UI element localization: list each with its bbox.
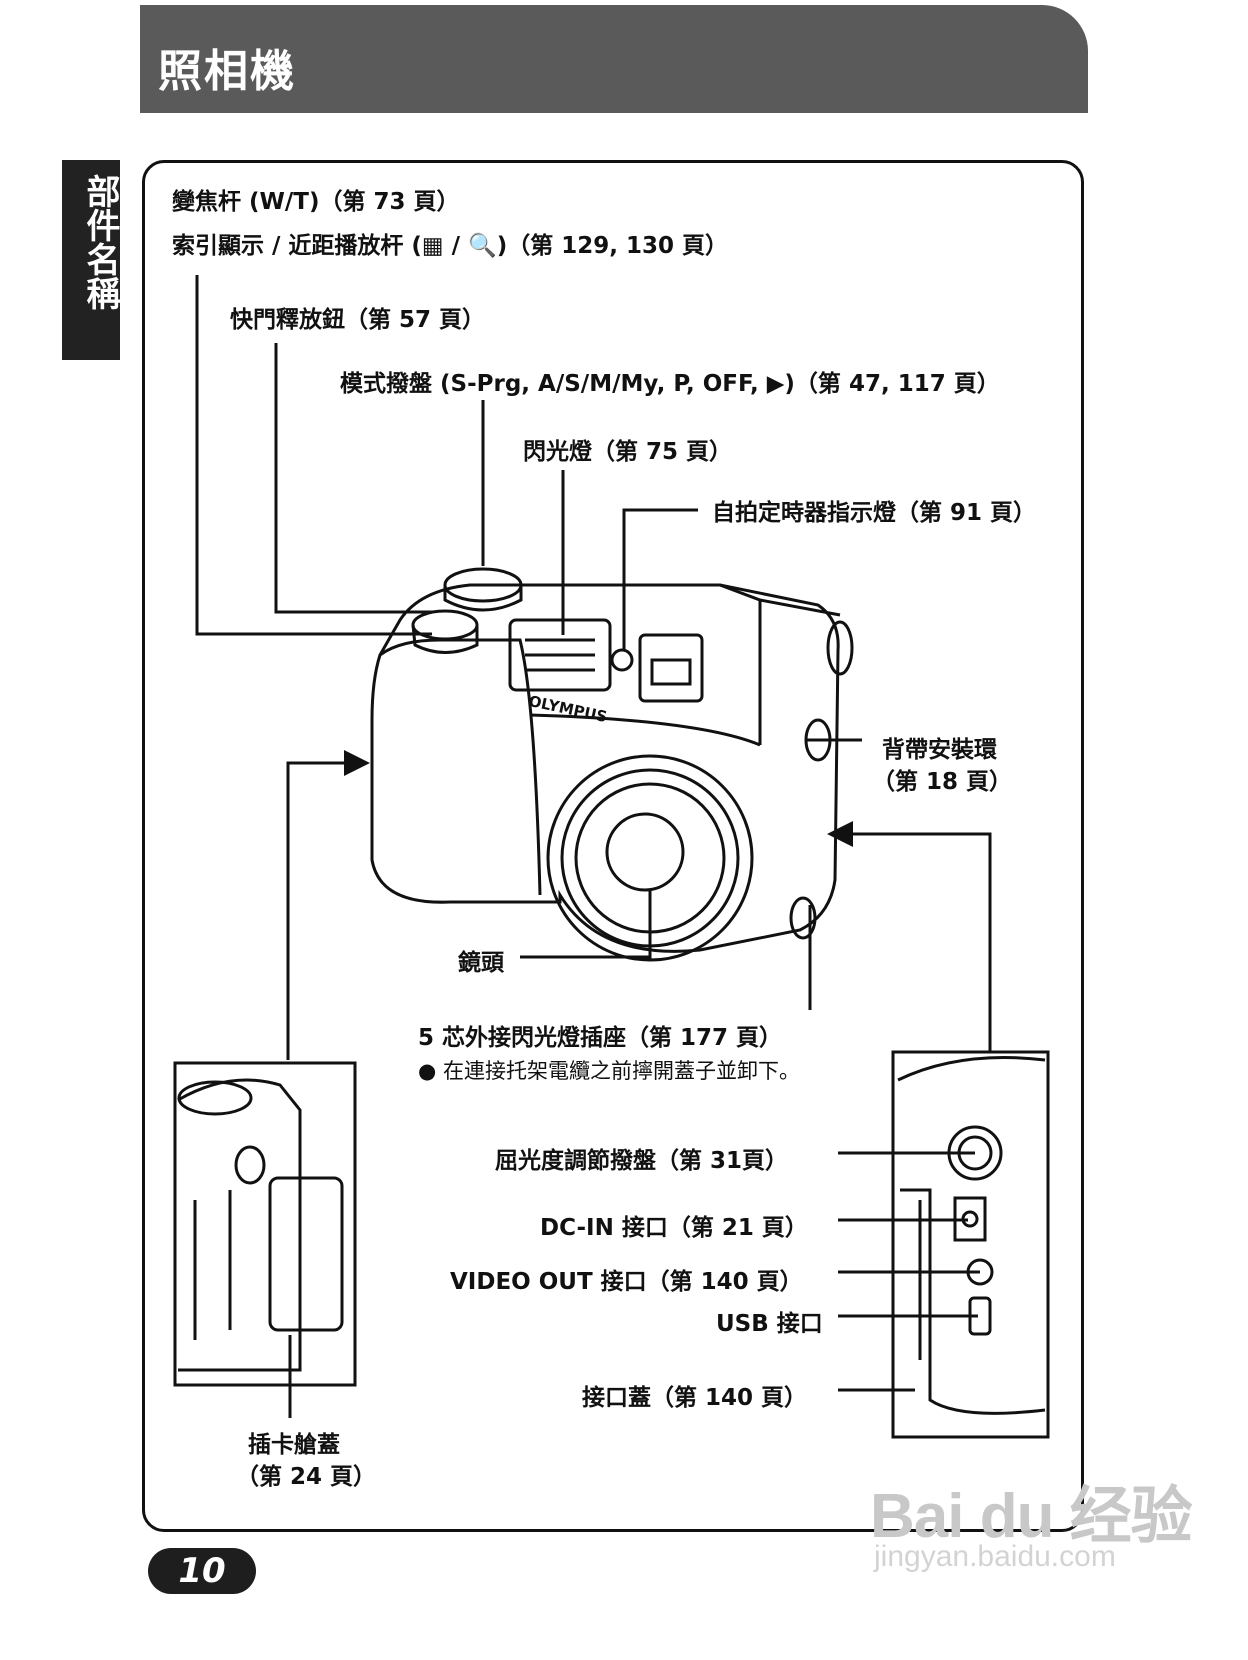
dcin-port xyxy=(953,1196,987,1242)
page-number: 10 xyxy=(148,1548,256,1594)
side-tab: 部件名稱 xyxy=(62,160,120,360)
viewfinder xyxy=(638,633,704,703)
lens-glass xyxy=(605,812,685,892)
label-shutter-button: 快門釋放鈕（第 57 頁） xyxy=(230,307,486,333)
label-selftimer: 自拍定時器指示燈（第 91 頁） xyxy=(712,500,1037,526)
diopter-dial xyxy=(947,1125,1003,1181)
header-bar: 照相機 xyxy=(140,5,1088,113)
card-inset-frame xyxy=(173,1061,357,1387)
ports-inset-frame xyxy=(891,1050,1050,1439)
videoout-port xyxy=(966,1258,994,1286)
camera-grip xyxy=(379,638,542,896)
flash-socket-cap xyxy=(789,896,817,940)
label-strap-eyelet: 背帶安裝環 xyxy=(882,737,997,763)
label-index-lever: 索引顯示 / 近距播放杆 (▦ / 🔍)（第 129, 130 頁） xyxy=(172,233,729,259)
side-tab-label: 部件名稱 xyxy=(80,174,120,310)
label-dcin: DC-IN 接口（第 21 頁） xyxy=(540,1215,808,1241)
lens-outer xyxy=(546,754,754,962)
usb-port xyxy=(968,1296,992,1336)
page-title: 照相機 xyxy=(158,46,296,97)
leader-shutter xyxy=(274,343,432,614)
flash-window xyxy=(508,618,612,692)
label-usb: USB 接口 xyxy=(716,1311,823,1337)
watermark-url: jingyan.baidu.com xyxy=(874,1540,1116,1573)
leader-zoom xyxy=(195,275,432,636)
label-flash-socket-note: ● 在連接托架電纜之前擰開蓋子並卸下。 xyxy=(418,1059,800,1083)
label-zoom-lever: 變焦杆 (W/T)（第 73 頁） xyxy=(172,189,460,215)
selftimer-lamp xyxy=(610,648,634,672)
leader-card-cover xyxy=(286,761,356,1060)
label-diopter: 屈光度調節撥盤（第 31頁） xyxy=(495,1148,789,1174)
label-flash-socket: 5 芯外接閃光燈插座（第 177 頁） xyxy=(418,1025,783,1051)
shutter-button xyxy=(411,609,479,641)
camera-body xyxy=(370,583,840,953)
camera-ridge xyxy=(529,713,761,747)
strap-eyelet xyxy=(804,718,832,762)
arrow-left-view xyxy=(344,750,370,776)
label-lens: 鏡頭 xyxy=(458,950,504,976)
arrow-right-view xyxy=(827,821,853,847)
leader-lens xyxy=(520,890,652,959)
label-videoout: VIDEO OUT 接口（第 140 頁） xyxy=(450,1269,803,1295)
watermark: Bai du 经验 xyxy=(870,1482,1193,1551)
label-card-cover-page: （第 24 頁） xyxy=(236,1464,377,1490)
leader-selftimer xyxy=(622,508,698,650)
label-flash: 閃光燈（第 75 頁） xyxy=(523,439,733,465)
label-mode-dial: 模式撥盤 (S-Prg, A/S/M/My, P, OFF, ▶)（第 47, … xyxy=(340,371,1000,397)
diagram-frame xyxy=(142,160,1084,1532)
label-card-cover: 插卡艙蓋 xyxy=(248,1432,340,1458)
leader-bottom-right xyxy=(850,832,992,1052)
label-connector-cover: 接口蓋（第 140 頁） xyxy=(582,1385,808,1411)
label-strap-eyelet-page: （第 18 頁） xyxy=(872,769,1013,795)
card-door xyxy=(268,1176,344,1332)
